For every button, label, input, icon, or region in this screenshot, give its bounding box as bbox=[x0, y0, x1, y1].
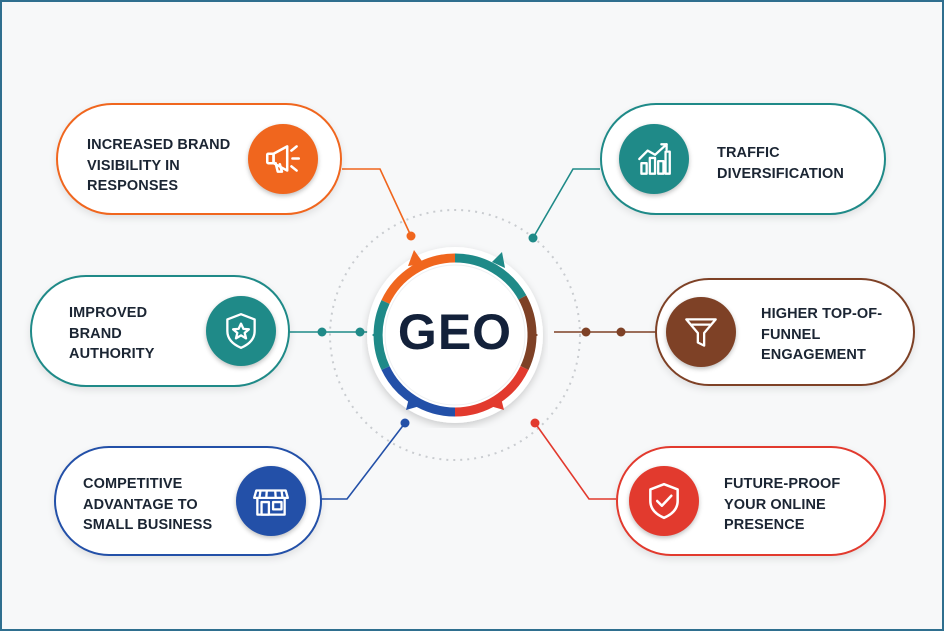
funnel-icon bbox=[666, 297, 736, 367]
connector-traffic bbox=[532, 168, 600, 239]
benefit-label: IMPROVED BRAND AUTHORITY bbox=[69, 305, 155, 362]
benefit-label: TRAFFIC DIVERSIFICATION bbox=[717, 145, 844, 182]
benefit-card-funnel: HIGHER TOP-OF- FUNNEL ENGAGEMENT bbox=[655, 278, 915, 386]
dotted-orbit-ring bbox=[329, 209, 581, 461]
hub-arc-teal-top bbox=[454, 253, 527, 300]
benefit-card-traffic: TRAFFIC DIVERSIFICATION bbox=[600, 103, 886, 215]
connector-dot-traffic bbox=[528, 233, 538, 243]
benefit-label: COMPETITIVE ADVANTAGE TO SMALL BUSINESS bbox=[83, 476, 213, 533]
shield-star-icon bbox=[206, 296, 276, 366]
connector-dot-visibility bbox=[406, 231, 416, 241]
benefit-card-visibility: INCREASED BRAND VISIBILITY IN RESPONSES bbox=[56, 103, 342, 215]
connector-dot-authority-outer bbox=[317, 327, 327, 337]
shield-check-icon bbox=[629, 466, 699, 536]
benefit-label: FUTURE-PROOF YOUR ONLINE PRESENCE bbox=[724, 476, 841, 533]
connector-dot-funnel-outer bbox=[616, 327, 626, 337]
connector-dot-authority-inner bbox=[355, 327, 365, 337]
megaphone-icon bbox=[248, 124, 318, 194]
connector-future bbox=[534, 422, 616, 500]
benefit-label: HIGHER TOP-OF- FUNNEL ENGAGEMENT bbox=[761, 306, 883, 363]
geo-hub bbox=[367, 247, 543, 423]
connector-visibility bbox=[342, 168, 412, 237]
benefit-card-authority: IMPROVED BRAND AUTHORITY bbox=[30, 275, 290, 387]
benefit-card-future: FUTURE-PROOF YOUR ONLINE PRESENCE bbox=[616, 446, 886, 556]
hub-arc-orange bbox=[381, 253, 456, 305]
connector-dot-funnel-inner bbox=[581, 327, 591, 337]
hub-label: GEO bbox=[397, 304, 513, 360]
connector-dot-advantage bbox=[400, 418, 410, 428]
benefit-card-advantage: COMPETITIVE ADVANTAGE TO SMALL BUSINESS bbox=[54, 446, 322, 556]
connector-dot-future bbox=[530, 418, 540, 428]
connector-advantage bbox=[321, 422, 406, 500]
bar-chart-trend-icon bbox=[619, 124, 689, 194]
storefront-icon bbox=[236, 466, 306, 536]
benefit-label: INCREASED BRAND VISIBILITY IN RESPONSES bbox=[87, 137, 231, 194]
